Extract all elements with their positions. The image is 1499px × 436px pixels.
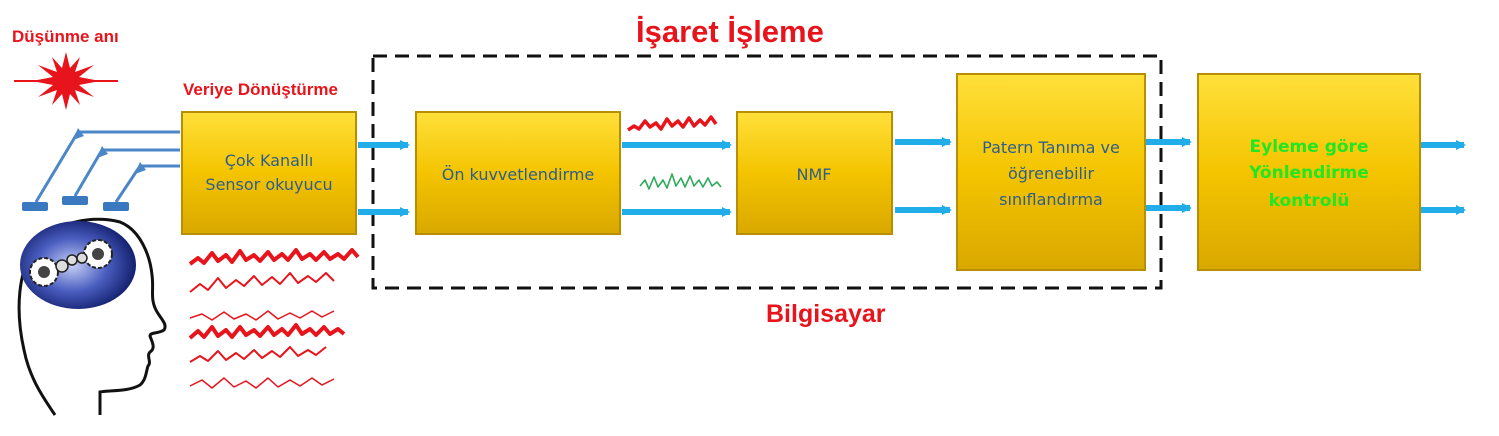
box-on-kuvvetlendirme: Ön kuvvetlendirme bbox=[415, 111, 621, 235]
box-patern-line-1: Patern Tanıma ve bbox=[982, 138, 1120, 157]
bilgisayar-label: Bilgisayar bbox=[766, 300, 886, 328]
box-eyleme-line-3: kontrolü bbox=[1269, 191, 1350, 211]
gear-icon bbox=[29, 239, 113, 287]
filtered-signal-red bbox=[627, 115, 718, 132]
box-eyleme-line-2: Yönlendirme bbox=[1248, 163, 1369, 183]
box-sensor-line-1: Çok Kanallı bbox=[225, 151, 314, 170]
electrode-leads bbox=[34, 130, 180, 203]
box-on-kuvvetlendirme-text: Ön kuvvetlendirme bbox=[442, 165, 595, 184]
filtered-signal-green bbox=[639, 173, 722, 190]
box-patern-line-2: öğrenebilir bbox=[1008, 164, 1094, 183]
box-patern-line-3: sınıflandırma bbox=[999, 190, 1103, 209]
veriye-donusturme-label: Veriye Dönüştürme bbox=[183, 80, 338, 99]
bilgisayar-dashed-border bbox=[371, 54, 1163, 290]
box-eyleme: Eyleme göre Yönlendirme kontrolü bbox=[1197, 73, 1421, 271]
box-sensor-line-2: Sensor okuyucu bbox=[205, 175, 332, 194]
thought-burst-icon bbox=[14, 52, 118, 110]
eeg-traces bbox=[188, 248, 360, 389]
box-sensor: Çok Kanallı Sensor okuyucu bbox=[181, 111, 357, 235]
lead-arrowhead-icon bbox=[73, 128, 146, 174]
isaret-isleme-title: İşaret İşleme bbox=[636, 14, 824, 49]
flow-arrows bbox=[358, 137, 1466, 217]
electrode-icon bbox=[22, 196, 129, 211]
box-nmf: NMF bbox=[736, 111, 893, 235]
box-eyleme-line-1: Eyleme göre bbox=[1250, 137, 1369, 157]
box-patern: Patern Tanıma ve öğrenebilir sınıflandır… bbox=[956, 73, 1146, 271]
box-nmf-text: NMF bbox=[797, 165, 832, 184]
dusunme-ani-label: Düşünme anı bbox=[12, 27, 119, 46]
